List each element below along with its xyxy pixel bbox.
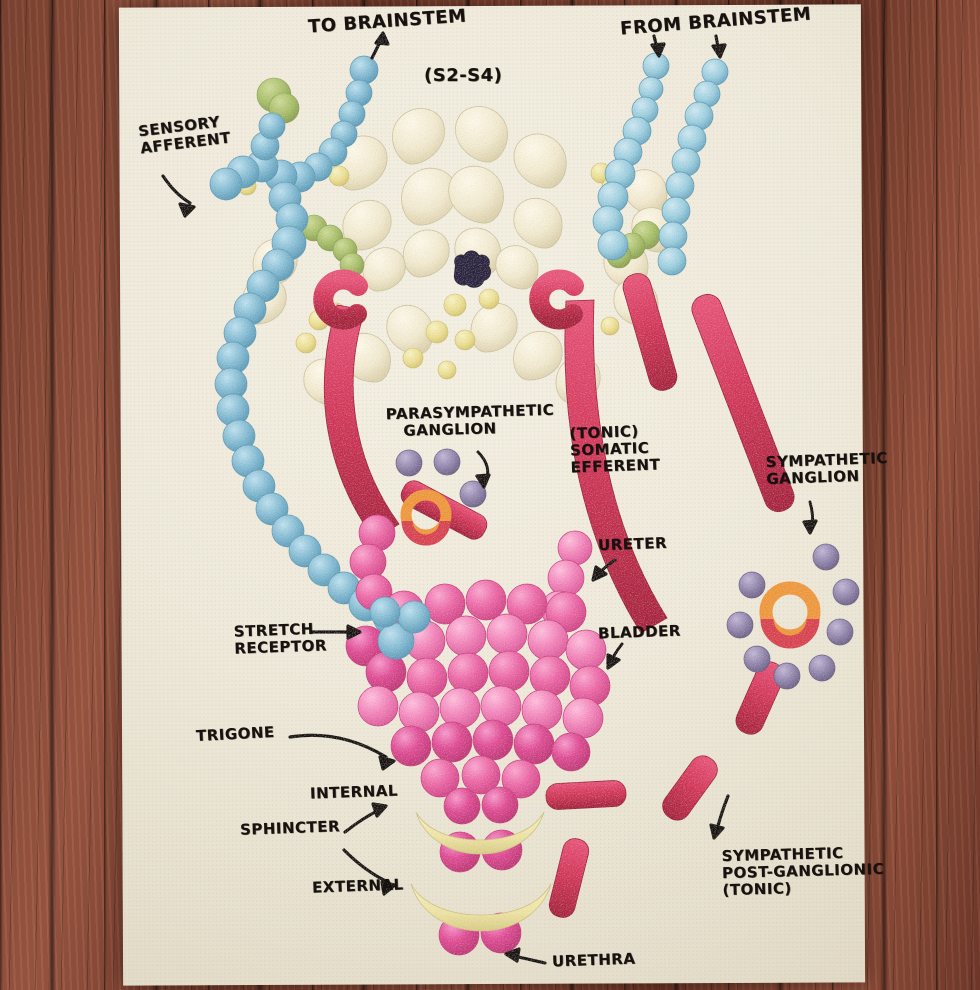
cord-exit-hooks [313, 269, 584, 330]
parasympathetic-ganglion-cells [395, 448, 487, 508]
internal-sphincter [415, 811, 545, 855]
label-internal: INTERNAL [309, 781, 399, 803]
label-cord-level: (S2-S4) [424, 65, 503, 86]
sensory-afferent-chain [209, 52, 729, 642]
bladder-wall [345, 514, 611, 956]
label-sympathetic-post-ganglionic: SYMPATHETIC POST-GANGLIONIC (TONIC) [721, 843, 885, 899]
external-sphincter [410, 883, 552, 932]
label-urethra: URETHRA [551, 949, 636, 971]
ganglion-ring [400, 489, 821, 649]
annotation-arrows [161, 31, 818, 965]
sympathetic-ganglion-cells [726, 543, 860, 690]
label-bladder: BLADDER [597, 621, 682, 643]
label-somatic-efferent: (TONIC) SOMATIC EFFERENT [569, 422, 661, 477]
label-external: EXTERNAL [311, 875, 404, 897]
label-sympathetic-ganglion: SYMPATHETIC GANGLION [765, 448, 888, 488]
label-stretch-receptor: STRETCH RECEPTOR [233, 619, 328, 658]
label-sphincter: SPHINCTER [239, 817, 341, 839]
label-parasympathetic-ganglion: PARASYMPATHETIC GANGLION [385, 400, 555, 440]
efferent-nerves [323, 273, 795, 918]
label-ureter: URETER [597, 533, 668, 555]
central-canal [453, 250, 492, 288]
sphincters [410, 811, 552, 932]
